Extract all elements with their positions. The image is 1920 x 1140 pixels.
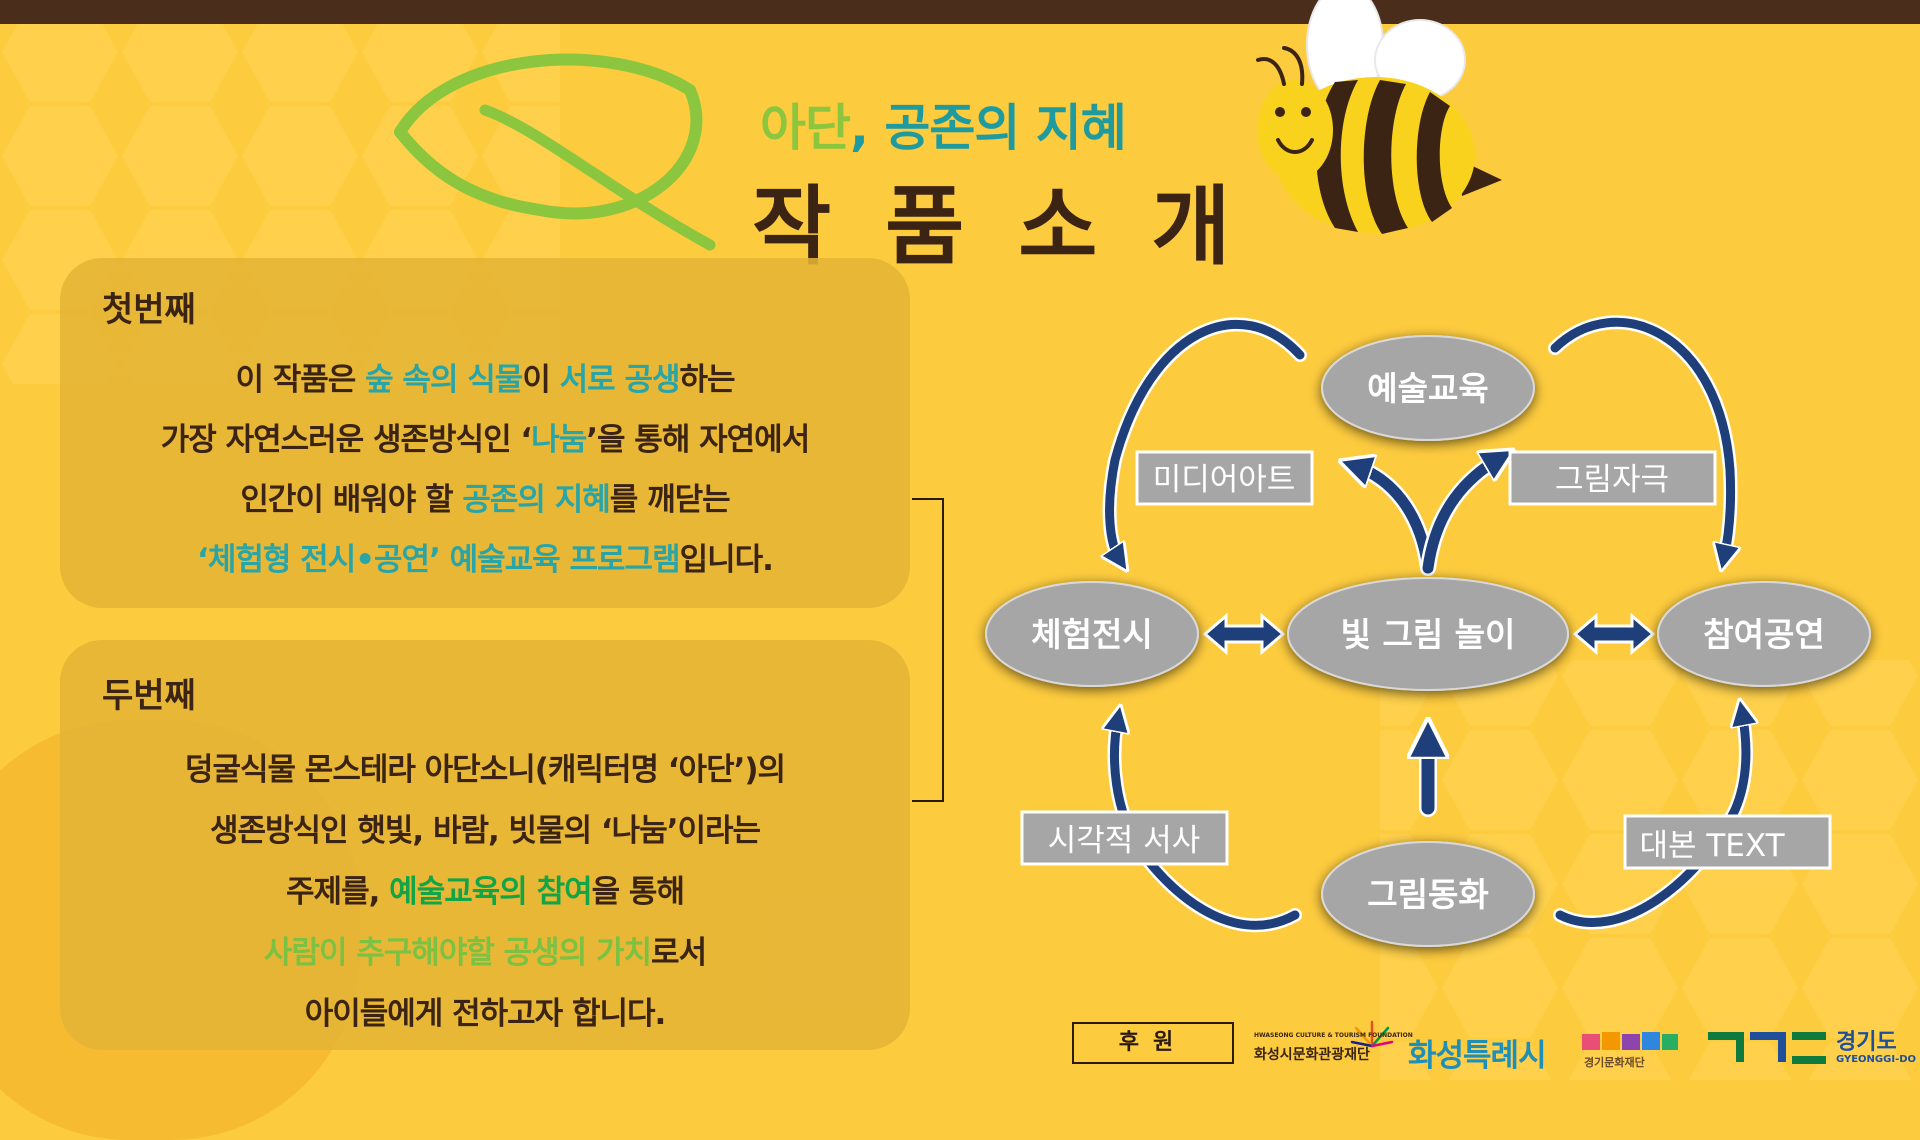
text-segment: 입니다.: [679, 542, 774, 578]
section-second-heading: 두번째: [102, 676, 196, 716]
text-segment: ‘체험형 전시•공연’ 예술교육 프로그램: [197, 542, 681, 578]
color-blocks-icon: [1582, 1032, 1678, 1050]
svg-text:빛 그림 놀이: 빛 그림 놀이: [1341, 615, 1516, 654]
node-experience-exhibition: 체험전시: [985, 581, 1199, 687]
node-art-education: 예술교육: [1321, 335, 1535, 441]
double-arrow-left: [1202, 612, 1286, 656]
label-script-text: 대본 TEXT: [1623, 814, 1832, 870]
logo4-en-text: GYEONGGI-DO: [1836, 1054, 1917, 1065]
text-segment: 예술교육의 참여: [389, 874, 592, 910]
double-arrow-right: [1572, 612, 1656, 656]
text-segment: 를 깨닫는: [609, 482, 731, 518]
subtitle-highlight: 아단: [760, 99, 851, 157]
subtitle: 아단, 공존의 지혜: [760, 88, 1127, 160]
svg-text:그림자극: 그림자극: [1555, 462, 1669, 498]
svg-text:미디어아트: 미디어아트: [1153, 462, 1296, 498]
logo1-small-text: HWASEONG CULTURE & TOURISM FOUNDATION: [1254, 1032, 1413, 1039]
svg-text:체험전시: 체험전시: [1031, 615, 1152, 654]
text-line: 아이들에게 전하고자 합니다.: [60, 984, 910, 1045]
text-segment: 생존방식인 햇빛, 바람, 빗물의 ‘나눔’이라는: [209, 813, 761, 849]
label-visual-narrative: 시각적 서사: [1020, 810, 1229, 866]
text-segment: 이: [522, 362, 560, 398]
svg-text:대본 TEXT: 대본 TEXT: [1639, 828, 1785, 864]
node-light-drawing-play: 빛 그림 놀이: [1287, 577, 1569, 691]
bee-icon: [1256, 0, 1502, 234]
gyeonggi-symbol-icon: [1708, 1032, 1826, 1064]
hwaseong-culture-foundation-logo: HWASEONG CULTURE & TOURISM FOUNDATION 화성…: [1254, 1018, 1413, 1068]
top-bar: [0, 0, 1920, 24]
label-media-art: 미디어아트: [1135, 450, 1314, 506]
text-segment: ’을 통해 자연에서: [586, 422, 810, 458]
text-segment: 을 통해: [591, 874, 685, 910]
text-line: 주제를, 예술교육의 참여을 통해: [60, 862, 910, 923]
svg-text:예술교육: 예술교육: [1367, 369, 1488, 408]
text-segment: 사람이 추구해야할 공생의 가치: [263, 935, 652, 971]
hwaseong-city-logo: 화성특례시: [1408, 1038, 1547, 1074]
firework-icon: [1350, 1020, 1394, 1048]
label-shadow-play: 그림자극: [1508, 450, 1717, 506]
svg-text:시각적 서사: 시각적 서사: [1048, 823, 1200, 859]
gyeonggi-province-logo: 경기도 GYEONGGI-DO: [1706, 1024, 1916, 1074]
text-line: 생존방식인 햇빛, 바람, 빗물의 ‘나눔’이라는: [60, 801, 910, 862]
text-segment: 주제를,: [286, 874, 390, 910]
text-segment: 로서: [651, 935, 707, 971]
text-segment: 공존의 지혜: [462, 482, 610, 518]
logo4-text: 경기도: [1836, 1030, 1897, 1055]
section-first-heading: 첫번째: [102, 290, 196, 330]
text-line: ‘체험형 전시•공연’ 예술교육 프로그램입니다.: [60, 530, 910, 590]
text-segment: 나눔: [531, 422, 587, 458]
sponsor-label: 후원: [1072, 1022, 1234, 1064]
text-segment: 숲 속의 식물: [365, 362, 523, 398]
text-segment: 인간이 배워야 할: [240, 482, 463, 518]
text-segment: 하는: [679, 362, 736, 398]
text-segment: 가장 자연스러운 생존방식인 ‘: [160, 422, 532, 458]
text-line: 사람이 추구해야할 공생의 가치로서: [60, 923, 910, 984]
logo1-text: 화성시문화관광재단: [1254, 1047, 1370, 1063]
text-line: 이 작품은 숲 속의 식물이 서로 공생하는: [60, 350, 910, 410]
node-participation-performance: 참여공연: [1657, 581, 1871, 687]
gyeonggi-cultural-foundation-logo: 경기문화재단: [1580, 1030, 1680, 1070]
text-line: 가장 자연스러운 생존방식인 ‘나눔’을 통해 자연에서: [60, 410, 910, 470]
text-line: 덩굴식물 몬스테라 아단소니(캐릭터명 ‘아단’)의: [60, 740, 910, 801]
svg-text:참여공연: 참여공연: [1703, 615, 1824, 654]
text-segment: 이 작품은: [235, 362, 366, 398]
program-diagram: 미디어아트 그림자극 시각적 서사 대본 TEXT 예술교육 체험전시 빛 그림…: [985, 315, 1871, 947]
svg-text:그림동화: 그림동화: [1367, 875, 1488, 914]
text-segment: 아이들에게 전하고자 합니다.: [304, 996, 667, 1032]
logo3-text: 경기문화재단: [1584, 1056, 1645, 1069]
node-picture-book: 그림동화: [1321, 841, 1535, 947]
text-line: 인간이 배워야 할 공존의 지혜를 깨닫는: [60, 470, 910, 530]
text-segment: 서로 공생: [559, 362, 681, 398]
bracket-divider: [912, 498, 944, 802]
leaf-icon: [394, 53, 716, 251]
text-segment: 덩굴식물 몬스테라 아단소니(캐릭터명 ‘아단’)의: [184, 752, 786, 788]
subtitle-rest: , 공존의 지혜: [850, 99, 1127, 157]
